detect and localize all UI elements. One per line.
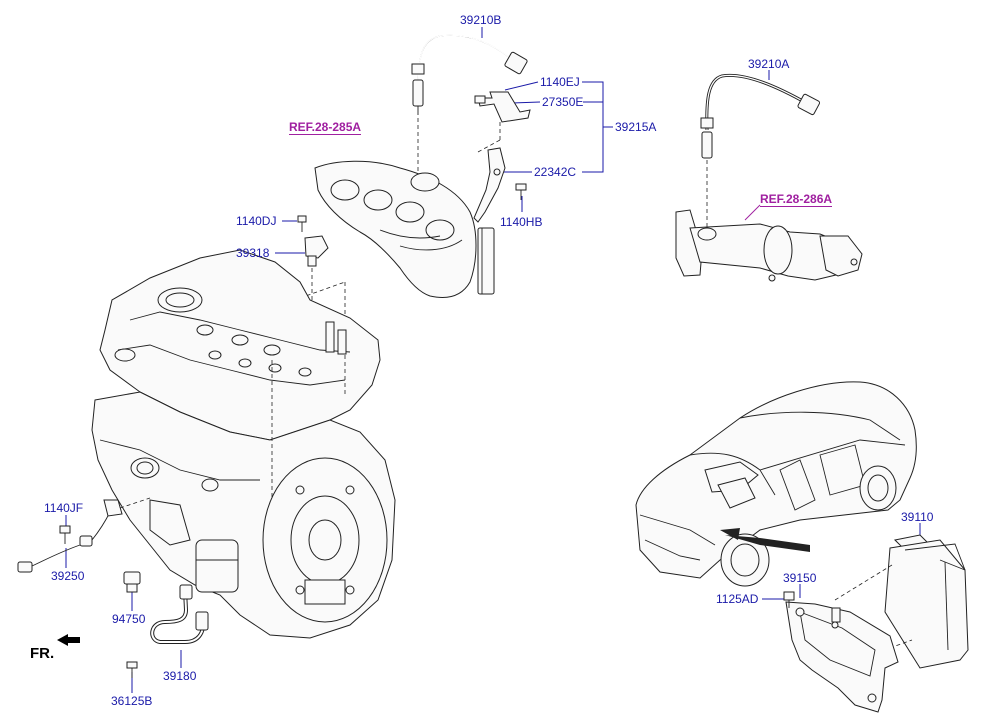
label-39250[interactable]: 39250: [51, 569, 85, 583]
engine-block: [91, 249, 396, 639]
oxygen-sensor-downstream: [700, 73, 821, 228]
ecu-bracket: [783, 591, 899, 713]
label-1140DJ[interactable]: 1140DJ: [236, 214, 277, 228]
label-27350E[interactable]: 27350E: [542, 95, 584, 109]
oil-pressure-switch: [123, 571, 141, 593]
label-94750[interactable]: 94750: [112, 612, 146, 626]
leader-lines: [65, 27, 921, 693]
front-arrow-icon: [57, 634, 80, 646]
label-39110[interactable]: 39110: [901, 510, 934, 524]
ref-28-286A-link[interactable]: REF.28-286A: [760, 192, 833, 207]
catalytic-converter: [675, 204, 863, 282]
label-1140EJ[interactable]: 1140EJ: [540, 75, 580, 89]
map-sensor: [297, 215, 329, 300]
exhaust-manifold: [299, 160, 495, 345]
bracket-assembly: [473, 91, 531, 223]
label-1140HB[interactable]: 1140HB: [500, 215, 543, 229]
knock-sensor-harness: [17, 497, 151, 573]
label-39210A[interactable]: 39210A: [748, 57, 790, 71]
label-22342C[interactable]: 22342C: [534, 165, 577, 179]
vehicle-outline: [635, 381, 917, 587]
front-direction-label: FR.: [30, 645, 55, 662]
label-1140JF[interactable]: 1140JF: [44, 501, 84, 515]
crank-position-sensor: [126, 584, 209, 678]
label-39318[interactable]: 39318: [236, 246, 270, 260]
label-39180[interactable]: 39180: [163, 669, 197, 683]
label-36125B[interactable]: 36125B: [111, 694, 153, 708]
oxygen-sensor-upstream: [411, 34, 528, 178]
label-39215A[interactable]: 39215A: [615, 120, 657, 134]
ref-28-285A-link[interactable]: REF.28-285A: [289, 120, 362, 135]
label-39150[interactable]: 39150: [783, 571, 817, 585]
label-1125AD[interactable]: 1125AD: [716, 592, 759, 606]
label-39210B[interactable]: 39210B: [460, 13, 502, 27]
